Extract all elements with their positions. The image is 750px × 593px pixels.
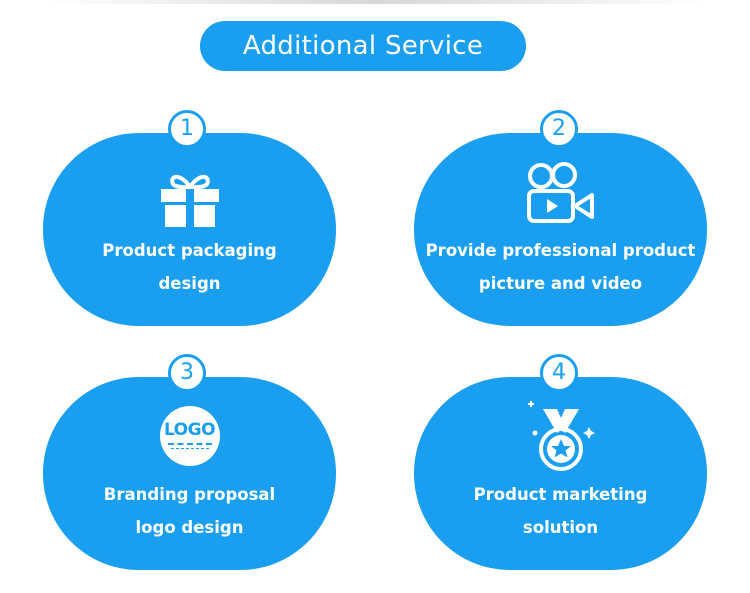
step-badge-2: 2 xyxy=(540,110,578,148)
step-badge-4: 4 xyxy=(540,354,578,392)
service-card-branding: LOGO Branding proposal logo design xyxy=(43,377,336,570)
service-label: Product marketing solution xyxy=(473,485,648,537)
service-label: Branding proposal logo design xyxy=(103,485,276,537)
video-camera-icon xyxy=(526,162,594,223)
logo-badge-icon: LOGO xyxy=(159,406,220,466)
page-title: Additional Service xyxy=(242,31,484,61)
top-divider xyxy=(40,0,710,4)
service-card-packaging: Product packaging design xyxy=(43,133,336,326)
service-label: Provide professional product picture and… xyxy=(425,241,696,293)
service-label: Product packaging design xyxy=(102,241,277,293)
service-card-photo-video: Provide professional product picture and… xyxy=(414,133,707,326)
medal-icon xyxy=(527,401,595,471)
step-badge-1: 1 xyxy=(168,110,206,148)
step-badge-3: 3 xyxy=(168,354,206,392)
gift-icon xyxy=(160,174,219,227)
service-card-marketing: Product marketing solution xyxy=(414,377,707,570)
title-banner: Additional Service xyxy=(200,21,526,71)
